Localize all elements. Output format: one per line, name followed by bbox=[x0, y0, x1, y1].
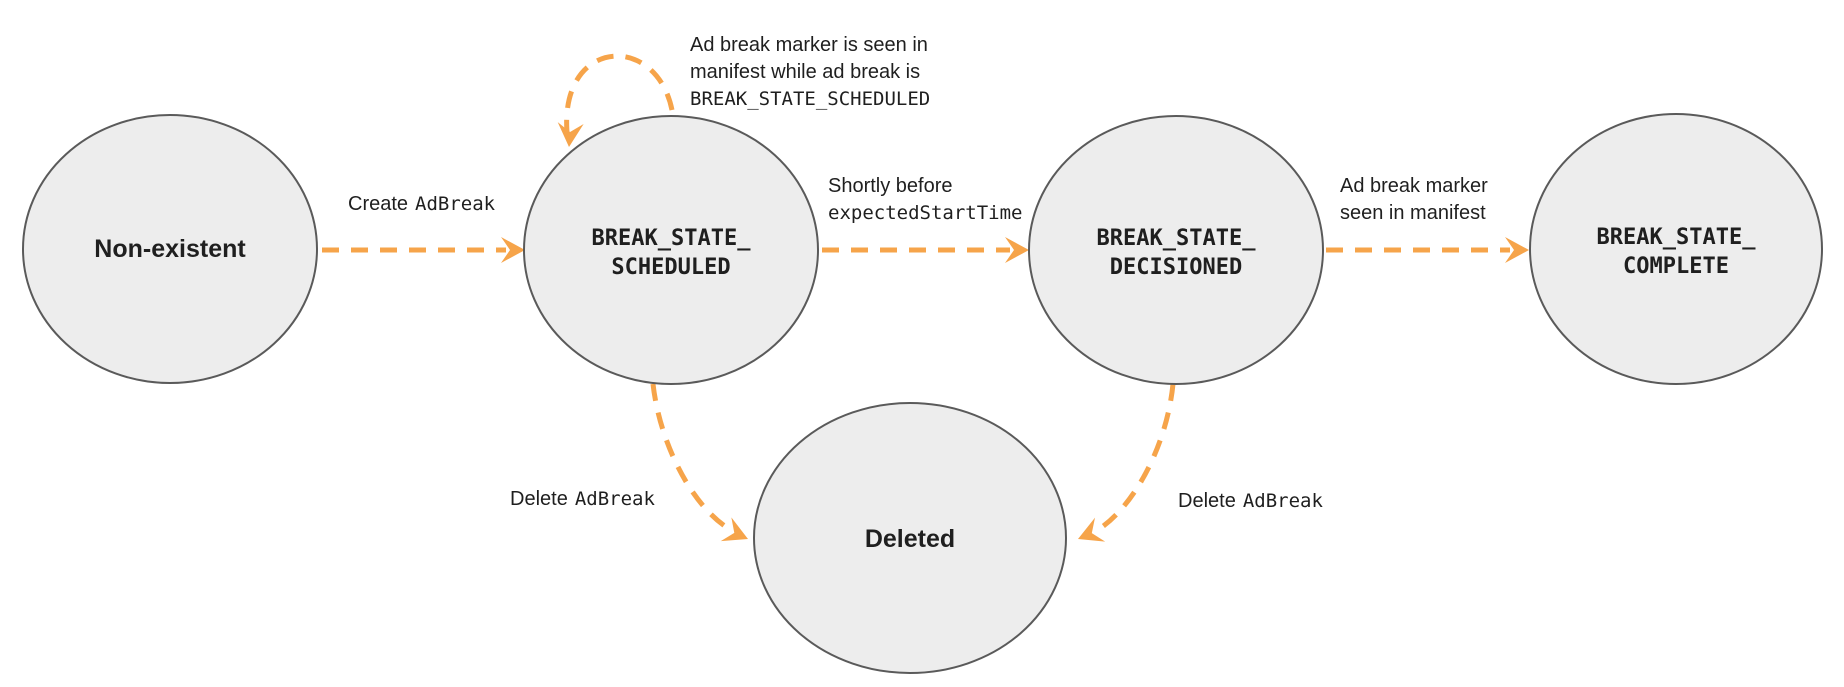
state-node-deleted: Deleted bbox=[753, 402, 1067, 674]
state-node-break-state-scheduled: BREAK_STATE_SCHEDULED bbox=[523, 115, 819, 385]
state-node-break-state-complete: BREAK_STATE_COMPLETE bbox=[1529, 113, 1823, 385]
transition-delete-from-scheduled bbox=[650, 383, 748, 542]
state-node-break-state-complete-label: BREAK_STATE_COMPLETE bbox=[1597, 225, 1757, 279]
state-node-non-existent: Non-existent bbox=[22, 114, 318, 384]
transition-self-loop-scheduled bbox=[557, 53, 675, 147]
state-node-break-state-complete-circle bbox=[1529, 113, 1823, 385]
transition-delete-from-scheduled-path bbox=[650, 383, 733, 533]
transition-to-decisioned-arrowhead-icon bbox=[1005, 237, 1029, 263]
state-node-break-state-scheduled-circle bbox=[523, 115, 819, 385]
transition-delete-from-decisioned-path bbox=[1094, 383, 1176, 534]
transition-to-decisioned bbox=[822, 237, 1029, 263]
transition-create-arrowhead-icon bbox=[501, 237, 525, 263]
transition-create bbox=[322, 237, 525, 263]
transition-self-loop-arrowhead-icon bbox=[557, 122, 584, 147]
transition-delete-from-scheduled-arrowhead-icon bbox=[720, 517, 748, 542]
transition-to-complete-arrowhead-icon bbox=[1505, 237, 1529, 263]
transition-delete-from-decisioned bbox=[1078, 383, 1176, 542]
state-node-break-state-decisioned-circle bbox=[1028, 115, 1324, 385]
transition-delete-from-decisioned-arrowhead-icon bbox=[1078, 517, 1106, 542]
state-node-deleted-label: Deleted bbox=[865, 525, 955, 553]
state-node-break-state-decisioned: BREAK_STATE_DECISIONED bbox=[1028, 115, 1324, 385]
transition-to-complete bbox=[1326, 237, 1529, 263]
state-node-break-state-scheduled-label: BREAK_STATE_SCHEDULED bbox=[592, 226, 752, 280]
state-node-non-existent-label: Non-existent bbox=[94, 235, 246, 263]
transition-self-loop-path bbox=[564, 53, 675, 133]
state-node-deleted-circle bbox=[753, 402, 1067, 674]
state-node-break-state-decisioned-label: BREAK_STATE_DECISIONED bbox=[1097, 226, 1257, 280]
state-node-non-existent-circle bbox=[22, 114, 318, 384]
